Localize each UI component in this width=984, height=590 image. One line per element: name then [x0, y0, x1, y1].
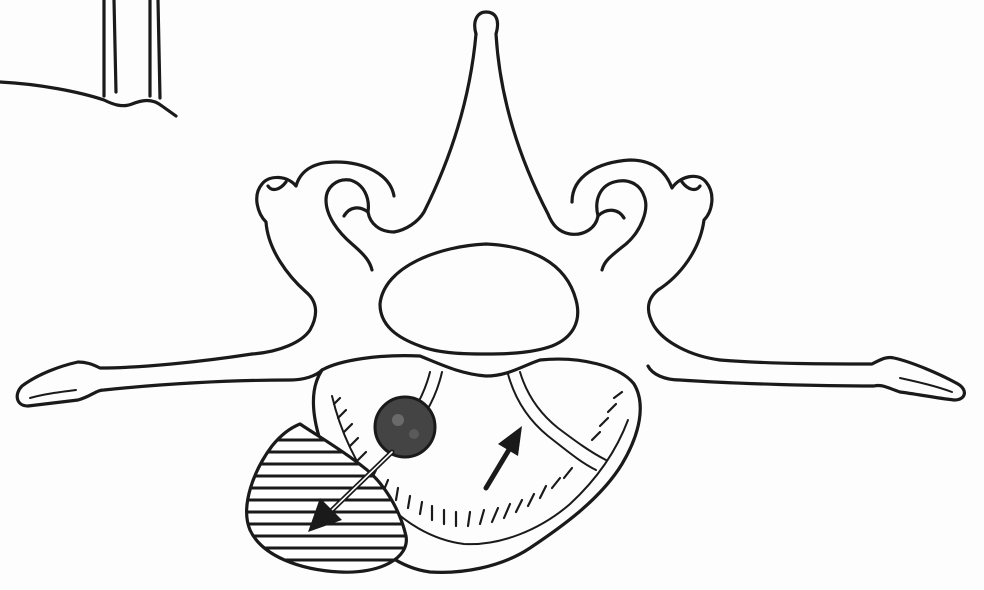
spinous-process	[475, 12, 598, 234]
spinal-canal	[380, 244, 578, 354]
arrow-retraction	[486, 426, 522, 488]
fissure-right	[508, 372, 606, 470]
nucleus-pulposus	[375, 397, 435, 457]
fissures	[414, 372, 606, 470]
adjacent-structure	[0, 0, 176, 116]
transverse-process-left	[17, 354, 322, 406]
transverse-process-right	[648, 357, 964, 400]
